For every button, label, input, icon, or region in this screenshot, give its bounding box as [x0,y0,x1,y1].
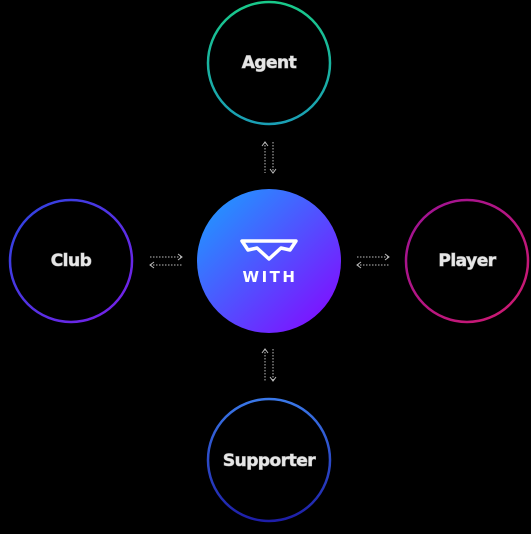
agent-node: Agent [206,0,332,126]
with-hub: WITH [197,189,341,333]
double-arrow-icon [261,348,277,382]
connector-club-hub [149,253,183,269]
club-label: Club [51,251,92,271]
player-ring [404,198,530,324]
player-label: Player [438,251,496,271]
connector-supporter-hub [261,348,277,382]
connector-player-hub [356,253,390,269]
double-arrow-icon [356,253,390,269]
hub-circle [197,189,341,333]
supporter-ring [206,397,332,523]
player-node: Player [404,198,530,324]
double-arrow-icon [149,253,183,269]
agent-label: Agent [242,53,297,73]
connector-agent-hub [261,141,277,174]
club-ring [8,198,134,324]
club-node: Club [8,198,134,324]
hub-brand-text: WITH [243,268,298,286]
supporter-node: Supporter [206,397,332,523]
supporter-label: Supporter [223,451,316,471]
double-arrow-icon [261,141,277,174]
with-logo-icon [240,239,298,261]
agent-ring [206,0,332,126]
